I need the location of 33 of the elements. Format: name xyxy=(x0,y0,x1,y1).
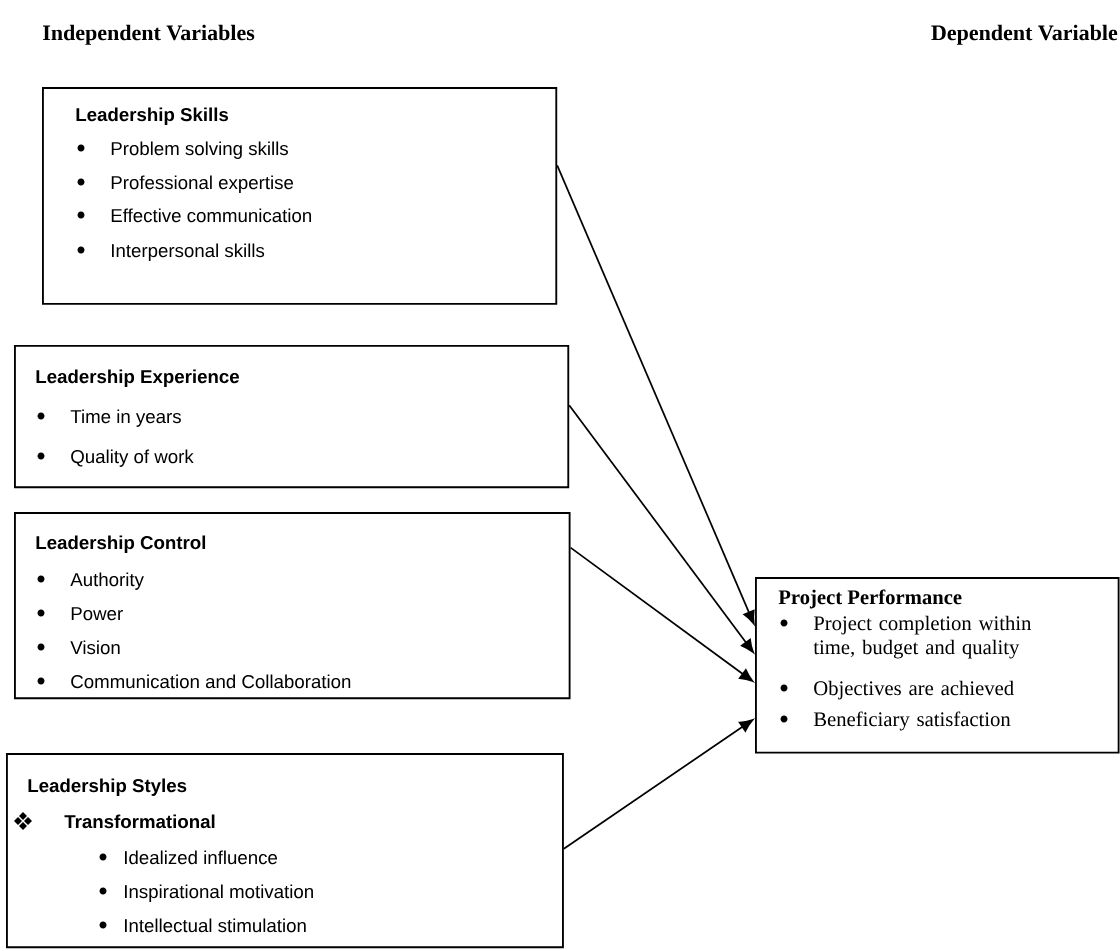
variable-box xyxy=(755,577,1120,754)
bullet-item: Intellectual stimulation xyxy=(99,918,306,933)
sub-heading: Transformational xyxy=(14,812,215,830)
arrow xyxy=(563,719,754,850)
bullet-item: Communication and Collaboration xyxy=(37,674,351,689)
variable-box xyxy=(42,87,558,305)
box-heading: Project Performance xyxy=(778,589,962,609)
box-heading: Leadership Experience xyxy=(36,369,239,387)
variable-box xyxy=(14,345,570,489)
bullet-item: Professional expertise xyxy=(77,175,294,193)
box-heading: Leadership Styles xyxy=(28,778,187,796)
arrow xyxy=(568,404,754,653)
bullet-item: Time in years xyxy=(37,409,181,427)
bullet-item: Authority xyxy=(37,572,144,590)
bullet-item: Objectives are achieved xyxy=(780,680,1014,700)
bullet-item: Inspirational motivation xyxy=(99,884,313,902)
arrow xyxy=(556,164,755,625)
arrow xyxy=(569,546,754,682)
column-heading: Independent Variables xyxy=(43,24,255,45)
variable-box xyxy=(14,512,571,700)
column-heading: Dependent Variable xyxy=(931,24,1118,45)
bullet-item: Problem solving skills xyxy=(77,141,288,159)
variable-box xyxy=(6,753,564,949)
bullet-item: Vision xyxy=(37,640,120,655)
box-heading: Leadership Skills xyxy=(76,107,229,125)
bullet-item: Beneficiary satisfaction xyxy=(780,711,1011,731)
bullet-item: Idealized influence xyxy=(99,850,278,865)
bullet-item: Interpersonal skills xyxy=(77,243,265,261)
bullet-item: Project completion within time, budget and quality xyxy=(780,615,1032,659)
box-heading: Leadership Control xyxy=(36,535,206,553)
bullet-item: Power xyxy=(37,607,123,621)
bullet-item: Effective communication xyxy=(77,208,311,223)
bullet-item: Quality of work xyxy=(37,449,194,467)
